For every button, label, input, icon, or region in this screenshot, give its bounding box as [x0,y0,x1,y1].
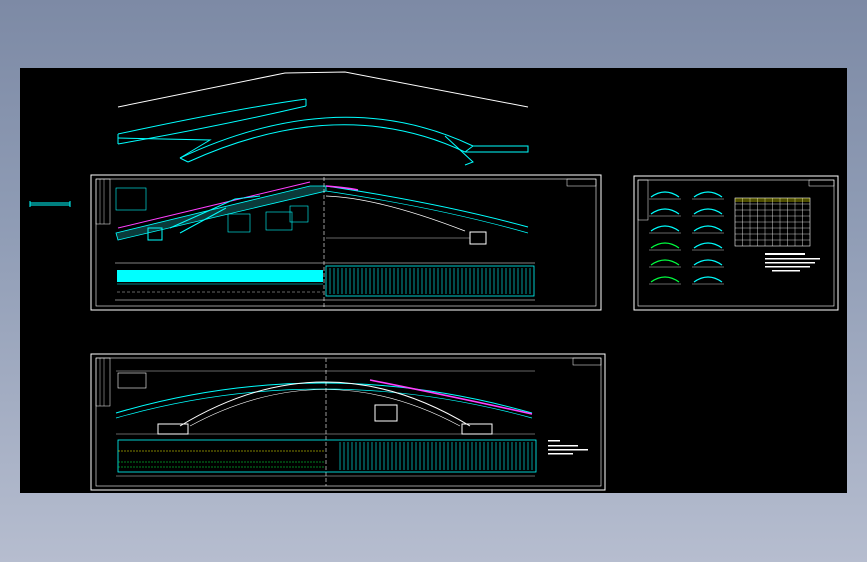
section-arc [693,276,723,283]
section-arc [650,208,680,215]
section-arc [650,225,680,232]
cad-model-space[interactable] [20,68,847,493]
section-arc [693,242,723,249]
section-details [649,191,724,285]
arch-plan-strip [116,439,537,477]
elevation-plan-strip [115,262,535,301]
section-arc [650,191,680,198]
arch-sheet[interactable] [90,353,606,491]
detail-notes [765,253,820,272]
section-arc [693,208,723,215]
elevation-right-deck [325,185,529,245]
elevation-left-deck [115,181,327,241]
overview-arch [117,98,529,166]
section-arc [650,242,680,249]
arch-notes [548,440,588,455]
elevation-sheet[interactable] [90,174,602,311]
rebar-table [734,197,811,247]
section-arc [650,259,680,266]
section-arc [650,276,680,283]
overview-roof-line [117,71,529,108]
arch-elevation [115,358,535,486]
left-detail [29,201,71,207]
drawing-canvas[interactable] [20,68,847,493]
section-arc [693,191,723,198]
section-arc [693,225,723,232]
detail-sheet[interactable] [633,175,839,311]
section-arc [693,259,723,266]
